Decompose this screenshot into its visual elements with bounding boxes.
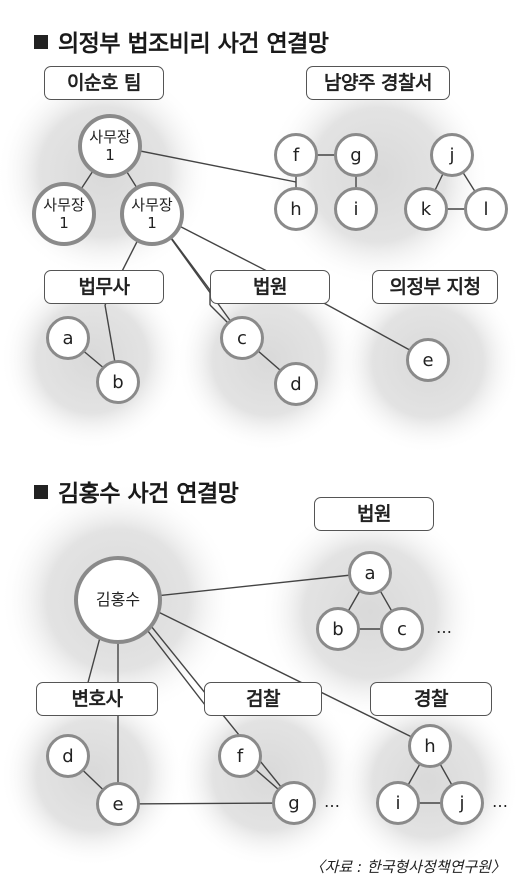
node-l: l [464, 187, 508, 231]
node-samujang-3: 사무장 1 [120, 182, 184, 246]
node-h2: h [408, 724, 452, 768]
group-label-attorney: 변호사 [36, 682, 158, 716]
source-credit: 〈자료 : 한국형사정책연구원〉 [309, 858, 506, 876]
group-label-prosecution: 검찰 [204, 682, 322, 716]
group-blob-court2 [260, 502, 480, 722]
group-label-lawyer: 법무사 [44, 270, 164, 304]
node-b: b [96, 360, 140, 404]
node-j: j [430, 133, 474, 177]
ellipsis-court2: … [436, 618, 452, 637]
node-c: c [220, 316, 264, 360]
node-f: f [274, 133, 318, 177]
node-b2: b [316, 607, 360, 651]
group-label-police: 남양주 경찰서 [306, 66, 450, 100]
node-g2: g [272, 781, 316, 825]
node-h: h [274, 187, 318, 231]
group-label-police2: 경찰 [370, 682, 492, 716]
bullet-square-icon [34, 35, 48, 49]
ellipsis-prosecution: … [324, 792, 340, 811]
node-samujang-1: 사무장 1 [78, 114, 142, 178]
group-blob-prosecution [176, 683, 360, 867]
edge-e-g [117, 802, 295, 805]
bullet-square-icon [34, 485, 48, 499]
group-label-court: 법원 [210, 270, 330, 304]
node-c2: c [380, 607, 424, 651]
group-label-branch: 의정부 지청 [372, 270, 498, 304]
node-f2: f [218, 734, 262, 778]
node-k: k [404, 187, 448, 231]
node-e: e [406, 338, 450, 382]
node-samujang-2: 사무장 1 [32, 182, 96, 246]
node-e2: e [96, 782, 140, 826]
node-d2: d [46, 734, 90, 778]
group-label-court2: 법원 [314, 497, 434, 531]
ellipsis-police2: … [492, 792, 508, 811]
node-g: g [334, 133, 378, 177]
node-j2: j [440, 781, 484, 825]
group-blob-attorney [0, 683, 184, 867]
group-blob-police2 [336, 690, 520, 874]
edge-kim-police [133, 599, 431, 747]
node-a: a [46, 316, 90, 360]
node-i: i [334, 187, 378, 231]
group-label-leeteam: 이순호 팀 [44, 66, 164, 100]
section2-title: 김홍수 사건 연결망 [34, 474, 239, 508]
node-a2: a [348, 551, 392, 595]
node-kimhongsu: 김홍수 [74, 556, 162, 644]
section1-title: 의정부 법조비리 사건 연결망 [34, 24, 329, 58]
node-d: d [274, 362, 318, 406]
group-blob-police [266, 63, 490, 287]
node-i2: i [376, 781, 420, 825]
